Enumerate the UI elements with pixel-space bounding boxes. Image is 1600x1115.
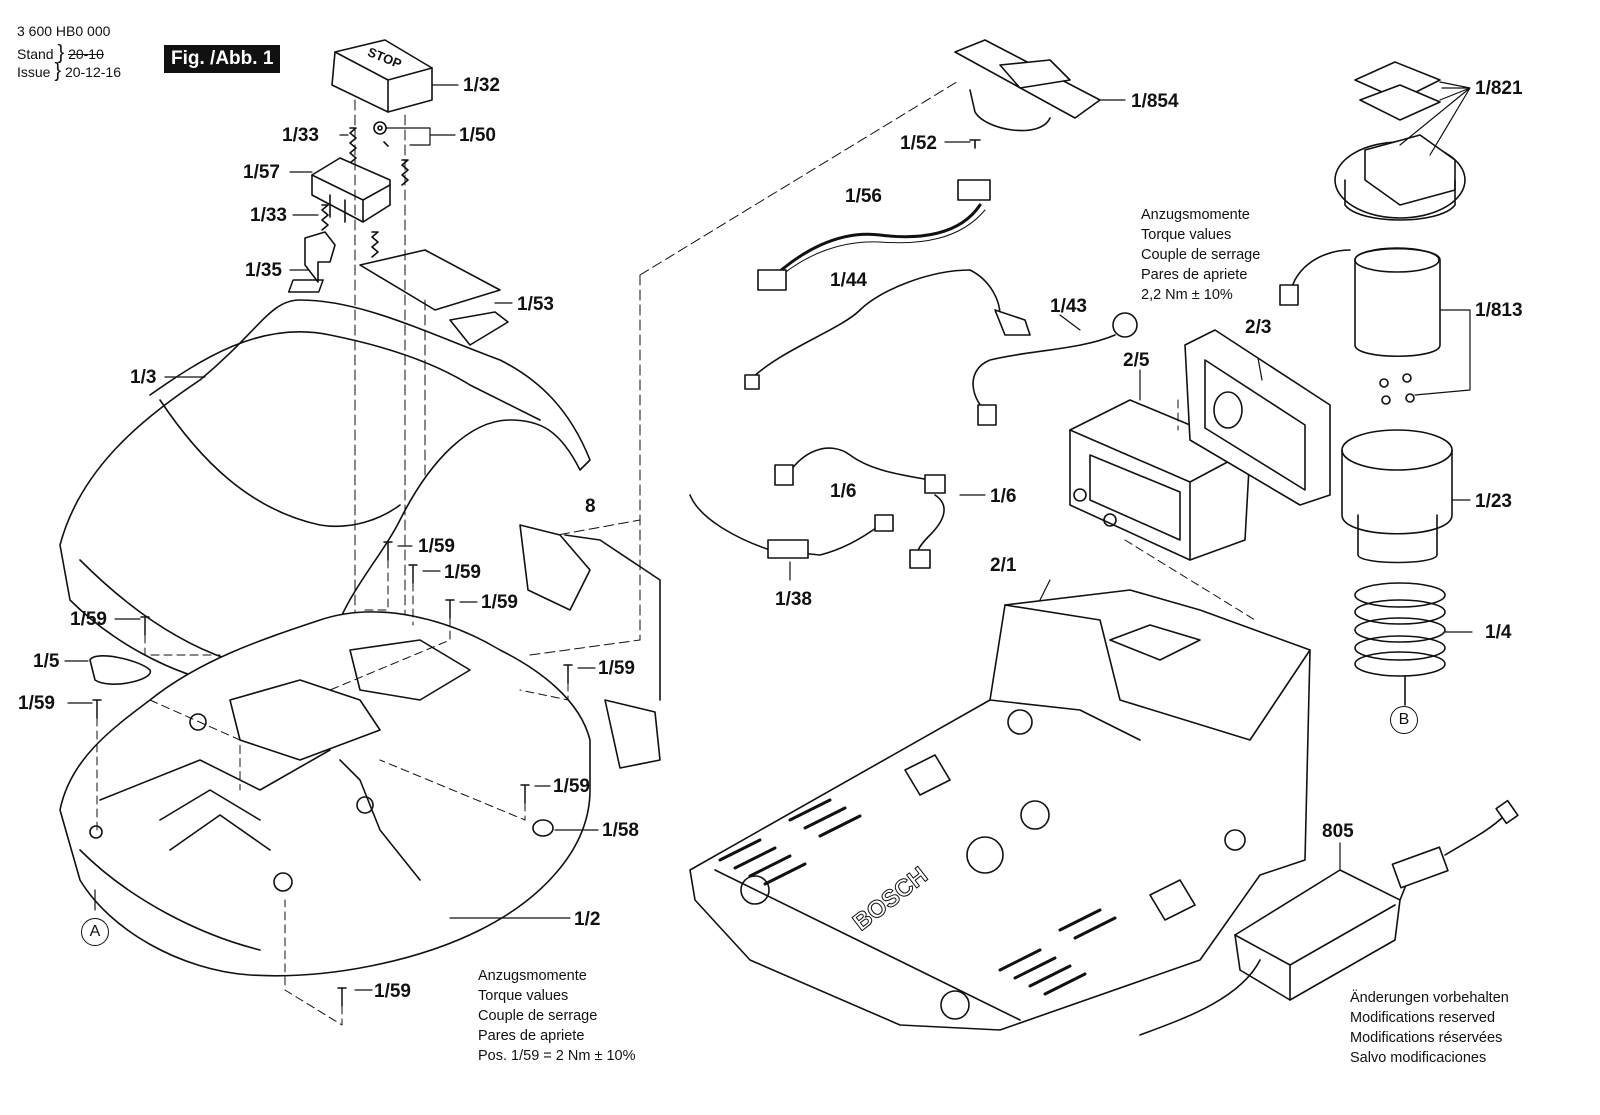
issue-date: 20-12-16 — [64, 64, 121, 80]
plug-1-5 — [89, 655, 151, 685]
figure-label: Fig. /Abb. 1 — [164, 45, 281, 73]
torque-note-line: Anzugsmomente — [1141, 207, 1250, 223]
part-label-1-4: 1/4 — [1485, 622, 1512, 643]
part-label-1-38: 1/38 — [775, 589, 812, 610]
modifications-note: Änderungen vorbehalten Modifications res… — [1350, 988, 1509, 1068]
cable-1-6-right — [909, 494, 945, 569]
torque-note-line: Couple de serrage — [478, 1008, 598, 1024]
part-label-1-58: 1/58 — [602, 820, 639, 841]
display-panel-1-53 — [287, 249, 509, 346]
part-label-1-33: 1/33 — [282, 125, 319, 146]
part-label-1-59: 1/59 — [70, 609, 107, 630]
part-label-1-59: 1/59 — [598, 658, 635, 679]
modifications-note-line: Änderungen vorbehalten — [1350, 990, 1509, 1006]
part-label-805: 805 — [1322, 821, 1354, 842]
part-label-1-6: 1/6 — [830, 481, 857, 502]
motor-mount-1-23 — [1341, 429, 1453, 564]
part-label-1-59: 1/59 — [553, 776, 590, 797]
part-label-2-3: 2/3 — [1245, 317, 1272, 338]
screw-1-52 — [969, 139, 981, 149]
part-label-1-50: 1/50 — [459, 125, 496, 146]
torque-note-line: Pos. 1/59 = 2 Nm ± 10% — [478, 1048, 636, 1064]
part-label-1-2: 1/2 — [574, 909, 601, 930]
torque-note-line: 2,2 Nm ± 10% — [1141, 287, 1233, 303]
chassis-cover-1-2 — [59, 611, 591, 977]
issue-label: Issue — [17, 64, 51, 80]
modifications-note-line: Salvo modificaciones — [1350, 1050, 1487, 1066]
torque-note-line: Anzugsmomente — [478, 968, 587, 984]
decal-parts-8 — [519, 524, 661, 769]
part-label-1-3: 1/3 — [130, 367, 157, 388]
modifications-note-line: Modifications reserved — [1350, 1010, 1496, 1026]
spring-1-4 — [1354, 582, 1446, 677]
cover-frame-2-3 — [1184, 329, 1331, 506]
part-label-1-854: 1/854 — [1131, 91, 1179, 112]
part-label-1-43: 1/43 — [1050, 296, 1087, 317]
stop-bracket — [311, 157, 391, 223]
callout-b: B — [1390, 706, 1418, 734]
torque-note-line: Torque values — [1141, 227, 1232, 243]
part-label-2-1: 2/1 — [990, 555, 1017, 576]
torque-note-line: Torque values — [478, 988, 569, 1004]
part-label-1-56: 1/56 — [845, 186, 882, 207]
part-label-1-5: 1/5 — [33, 651, 60, 672]
part-label-1-44: 1/44 — [830, 270, 867, 291]
cable-1-6-left — [774, 447, 946, 494]
cable-1-56 — [757, 179, 991, 291]
cable-1-44 — [744, 269, 1031, 390]
part-label-1-821: 1/821 — [1475, 78, 1523, 99]
part-label-1-59: 1/59 — [418, 536, 455, 557]
part-label-1-6: 1/6 — [990, 486, 1017, 507]
part-label-1-57: 1/57 — [243, 162, 280, 183]
blade-holder-1-821 — [1354, 61, 1441, 121]
part-label-1-59: 1/59 — [374, 981, 411, 1002]
torque-note-line: Couple de serrage — [1141, 247, 1261, 263]
part-label-8: 8 — [585, 496, 596, 517]
part-label-2-5: 2/5 — [1123, 350, 1150, 371]
part-label-1-35: 1/35 — [245, 260, 282, 281]
part-label-1-813: 1/813 — [1475, 300, 1523, 321]
stand-issue-block: Stand } 20-10 Issue } 20-12-16 — [17, 42, 121, 82]
lever-part-1-35 — [304, 231, 336, 283]
screws-1-59 — [92, 541, 573, 1007]
stop-button-cap: STOP — [331, 39, 433, 113]
cable-1-38 — [689, 494, 894, 559]
motor-housing-top — [1334, 134, 1466, 221]
torque-note-line: Pares de apriete — [1141, 267, 1248, 283]
torque-note-line: Pares de apriete — [478, 1028, 585, 1044]
spring-screws-lower — [321, 204, 379, 258]
document-number: 3 600 HB0 000 — [17, 23, 111, 39]
part-label-1-59: 1/59 — [18, 693, 55, 714]
cable-1-43 — [972, 312, 1138, 426]
part-label-1-59: 1/59 — [444, 562, 481, 583]
callout-a: A — [81, 918, 109, 946]
motor-1-813 — [1279, 247, 1441, 357]
motor-screws — [1379, 373, 1415, 405]
part-label-1-59: 1/59 — [481, 592, 518, 613]
stand-label: Stand — [17, 46, 54, 62]
modifications-note-line: Modifications réservées — [1350, 1030, 1503, 1046]
knob-1-58 — [532, 819, 554, 837]
charger-805 — [1139, 799, 1519, 1036]
torque-note-top: Anzugsmomente Torque values Couple de se… — [1141, 205, 1260, 305]
stand-date-old: 20-10 — [68, 46, 104, 62]
part-label-1-23: 1/23 — [1475, 491, 1512, 512]
part-label-1-53: 1/53 — [517, 294, 554, 315]
part-label-1-33: 1/33 — [250, 205, 287, 226]
torque-note-bottom: Anzugsmomente Torque values Couple de se… — [478, 966, 635, 1066]
board-1-854 — [954, 39, 1101, 132]
chassis-base-2-1 — [689, 589, 1311, 1031]
part-label-1-52: 1/52 — [900, 133, 937, 154]
part-label-1-32: 1/32 — [463, 75, 500, 96]
